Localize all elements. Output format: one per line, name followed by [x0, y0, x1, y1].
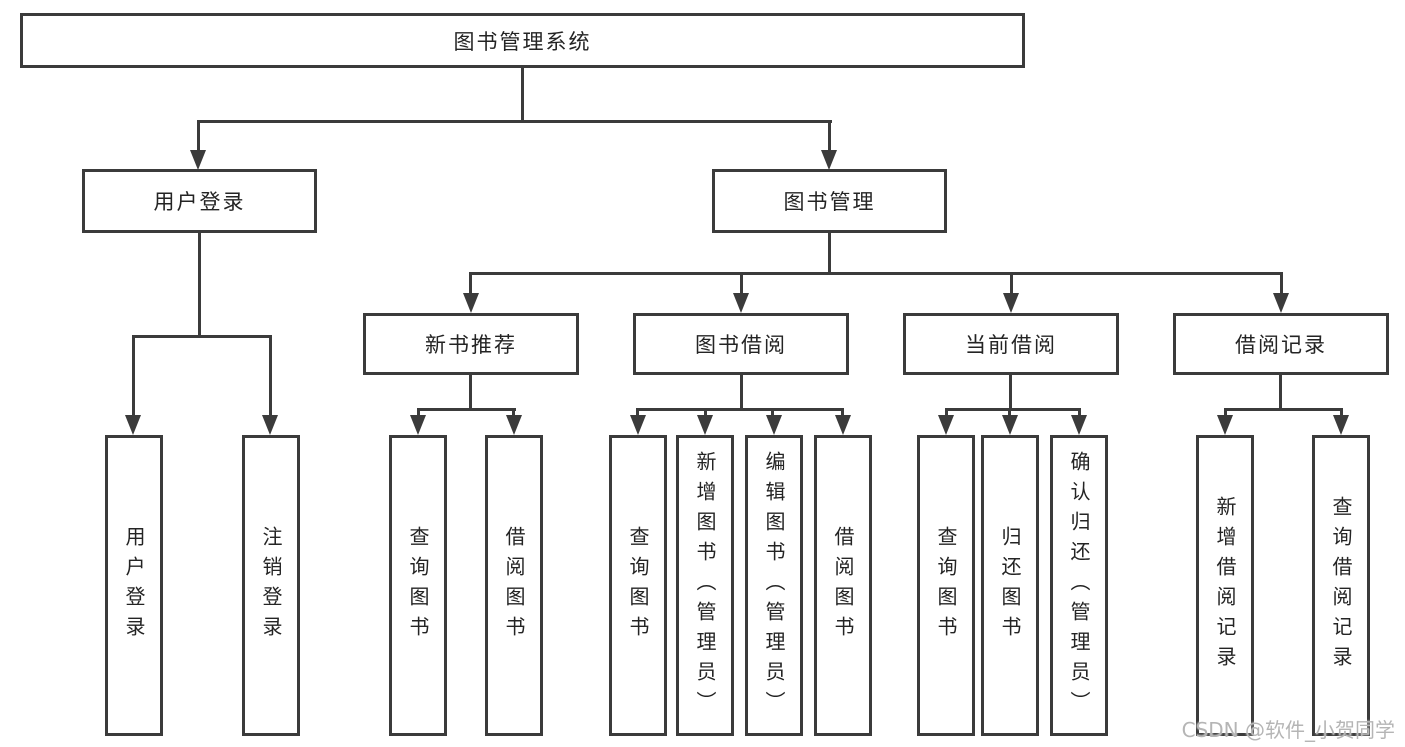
connector-line — [945, 408, 948, 417]
connector-line — [1280, 272, 1283, 295]
arrow-down-icon — [1071, 415, 1087, 435]
connector-line — [1340, 408, 1343, 417]
arrow-down-icon — [938, 415, 954, 435]
node-book-management: 图书管理 — [712, 169, 947, 233]
node-current-borrow: 当前借阅 — [903, 313, 1119, 375]
connector-line — [636, 408, 844, 411]
leaf-borrow-books-2: 借阅图书 — [814, 435, 872, 736]
connector-line — [828, 233, 831, 275]
leaf-query-books-2: 查询图书 — [609, 435, 667, 736]
connector-line — [1279, 375, 1282, 411]
connector-line — [512, 408, 515, 417]
arrow-down-icon — [463, 293, 479, 313]
connector-line — [469, 375, 472, 411]
node-book-borrow: 图书借阅 — [633, 313, 849, 375]
arrow-down-icon — [1273, 293, 1289, 313]
arrow-down-icon — [125, 415, 141, 435]
connector-line — [841, 408, 844, 417]
arrow-down-icon — [630, 415, 646, 435]
connector-line — [1078, 408, 1081, 417]
connector-line — [198, 233, 201, 338]
arrow-down-icon — [190, 150, 206, 170]
arrow-down-icon — [697, 415, 713, 435]
leaf-query-books-3: 查询图书 — [917, 435, 975, 736]
connector-line — [1008, 408, 1011, 417]
connector-line — [945, 408, 1081, 411]
leaf-return-books: 归还图书 — [981, 435, 1039, 736]
arrow-down-icon — [733, 293, 749, 313]
leaf-add-borrow-record: 新增借阅记录 — [1196, 435, 1254, 736]
leaf-confirm-return-admin: 确认归还（管理员） — [1050, 435, 1108, 736]
connector-line — [1009, 375, 1012, 411]
connector-line — [469, 272, 472, 295]
connector-line — [197, 120, 200, 152]
connector-line — [417, 408, 420, 417]
arrow-down-icon — [262, 415, 278, 435]
connector-line — [1224, 408, 1227, 417]
node-borrow-records: 借阅记录 — [1173, 313, 1389, 375]
leaf-query-books-1: 查询图书 — [389, 435, 447, 736]
arrow-down-icon — [835, 415, 851, 435]
connector-line — [132, 335, 135, 417]
arrow-down-icon — [821, 150, 837, 170]
leaf-logout: 注销登录 — [242, 435, 300, 736]
arrow-down-icon — [1003, 293, 1019, 313]
connector-line — [269, 335, 272, 417]
connector-line — [469, 272, 1283, 275]
arrow-down-icon — [1002, 415, 1018, 435]
connector-line — [521, 68, 524, 123]
arrow-down-icon — [410, 415, 426, 435]
leaf-add-books-admin: 新增图书（管理员） — [676, 435, 734, 736]
arrow-down-icon — [766, 415, 782, 435]
connector-line — [636, 408, 639, 417]
connector-line — [740, 272, 743, 295]
connector-line — [771, 408, 774, 417]
leaf-query-borrow-record: 查询借阅记录 — [1312, 435, 1370, 736]
connector-line — [740, 375, 743, 411]
connector-line — [828, 120, 831, 152]
arrow-down-icon — [506, 415, 522, 435]
connector-line — [704, 408, 707, 417]
leaf-user-login: 用户登录 — [105, 435, 163, 736]
node-user-login: 用户登录 — [82, 169, 317, 233]
connector-line — [132, 335, 272, 338]
arrow-down-icon — [1333, 415, 1349, 435]
leaf-edit-books-admin: 编辑图书（管理员） — [745, 435, 803, 736]
csdn-watermark: CSDN @软件_小贺同学 — [1181, 718, 1395, 742]
connector-line — [1224, 408, 1343, 411]
arrow-down-icon — [1217, 415, 1233, 435]
connector-line — [1010, 272, 1013, 295]
node-new-book-recommend: 新书推荐 — [363, 313, 579, 375]
leaf-borrow-books-1: 借阅图书 — [485, 435, 543, 736]
connector-line — [197, 120, 832, 123]
connector-line — [417, 408, 516, 411]
node-root-library-system: 图书管理系统 — [20, 13, 1025, 68]
